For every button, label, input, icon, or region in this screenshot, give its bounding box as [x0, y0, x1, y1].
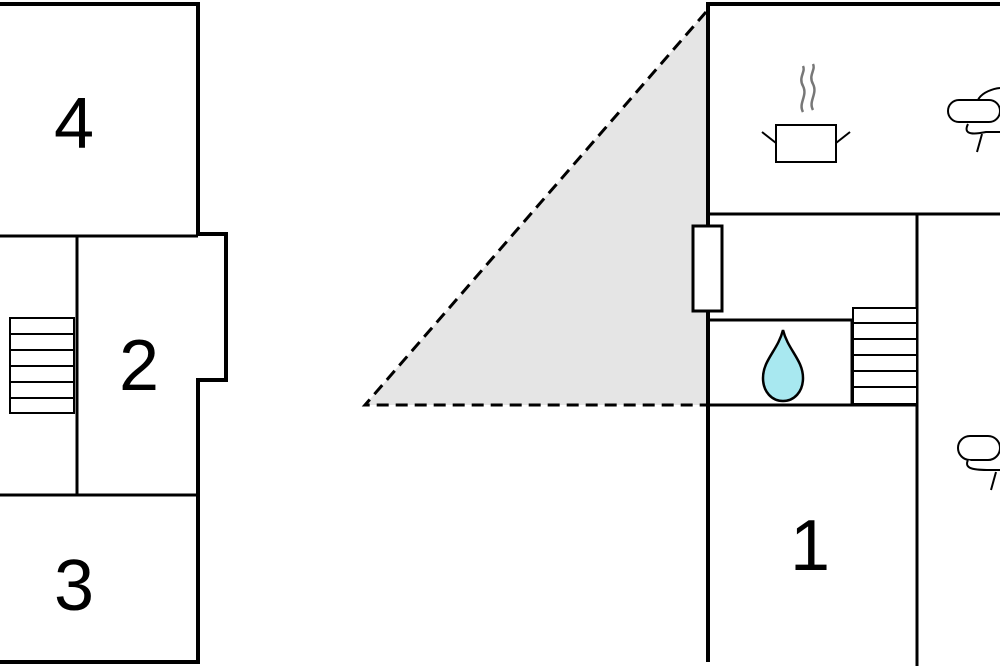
stairs-icon	[852, 307, 918, 405]
stairs-icon	[9, 317, 75, 414]
water-drop-icon	[761, 329, 805, 403]
armchair-icon	[947, 87, 1000, 153]
left-building-outer-wall	[0, 2, 228, 664]
room-label-4: 4	[54, 84, 94, 164]
right-building-outer-wall	[706, 2, 1000, 662]
room-label-2: 2	[119, 326, 159, 406]
left-building	[0, 2, 228, 664]
cooking-pot-icon	[761, 63, 851, 163]
terrace-outline	[361, 11, 708, 407]
shower-icon	[957, 435, 1000, 491]
room-label-3: 3	[54, 546, 94, 626]
room-label-1: 1	[790, 506, 830, 586]
right-building	[691, 2, 1000, 666]
window	[691, 224, 724, 313]
